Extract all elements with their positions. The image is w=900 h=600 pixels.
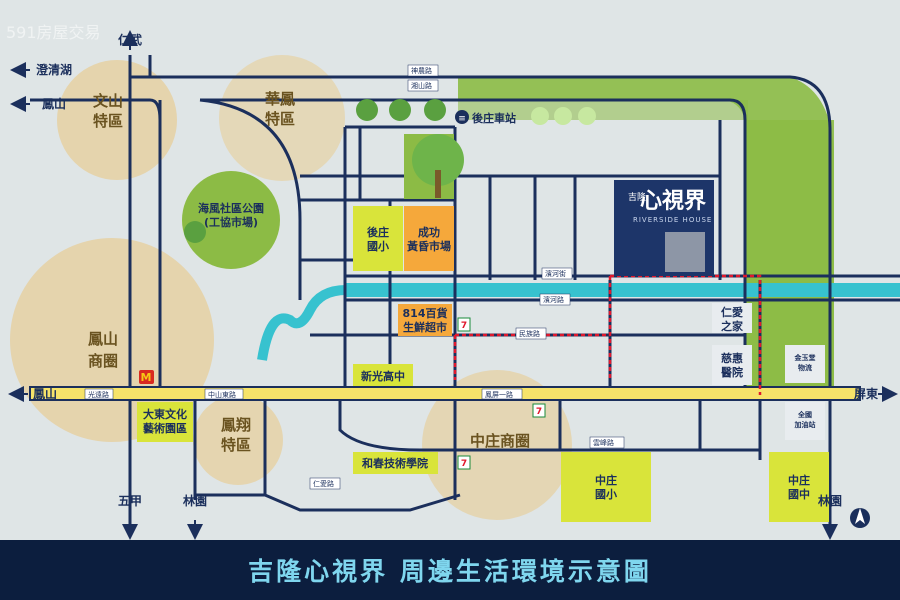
direction-labels: 仁武 澄清湖 鳳山 鳳山 屏東 五甲 林園 林園 xyxy=(8,30,898,540)
svg-text:7: 7 xyxy=(461,459,467,469)
trees xyxy=(184,99,596,243)
river-west-branch xyxy=(257,285,347,361)
page-title: 吉隆心視界 周邊生活環境示意圖 xyxy=(248,557,652,586)
label-zz-el-2: 國小 xyxy=(595,487,617,501)
green-belt-north xyxy=(458,100,748,120)
label-huafeng-2: 特區 xyxy=(265,110,295,128)
dir-fengshan-top: 鳳山 xyxy=(42,96,66,111)
label-zz-jr-1: 中庄 xyxy=(788,473,810,487)
zone-wenshan xyxy=(57,60,177,180)
label-814-2: 生鮮超市 xyxy=(403,320,447,334)
svg-text:≡: ≡ xyxy=(458,114,466,124)
area-map: 仁武 澄清湖 鳳山 鳳山 屏東 五甲 林園 林園 文山 特區 華鳳 特區 鳳山 … xyxy=(6,23,900,540)
haifeng-park-circle xyxy=(182,171,280,269)
dadong-culture-block xyxy=(137,402,193,442)
road-shenong: 神農路 xyxy=(411,66,432,75)
project-name: 心視界 xyxy=(640,189,706,214)
label-huafeng: 華鳳 xyxy=(265,90,295,108)
zhongzhuang-elementary-block xyxy=(561,452,651,522)
compass-icon xyxy=(850,508,870,528)
dir-wujia: 五甲 xyxy=(118,494,142,508)
label-renai-1: 仁愛 xyxy=(721,305,743,319)
road-fengping: 鳳屏一路 xyxy=(485,390,513,399)
project-building xyxy=(665,232,705,272)
road-guangyuan: 光遠路 xyxy=(88,390,109,399)
project-subtitle: RIVERSIDE HOUSE xyxy=(633,216,712,224)
xinguang-block xyxy=(353,364,413,386)
label-houzhuang-el-1: 後庄 xyxy=(367,225,389,239)
road-minzhu: 民族路 xyxy=(519,329,540,338)
label-zhongzhuang: 中庄商圈 xyxy=(470,432,530,450)
label-gas-2: 加油站 xyxy=(794,420,816,429)
zhongzhuang-junior-block xyxy=(769,452,829,522)
svg-text:7: 7 xyxy=(536,407,542,417)
label-haifeng-2: (工協市場) xyxy=(204,215,258,229)
label-fengshan-2: 商圈 xyxy=(88,352,118,370)
project-logo: 吉隆 心視界 RIVERSIDE HOUSE xyxy=(628,189,712,272)
label-814-1: 814百貨 xyxy=(403,306,448,320)
road-renxin: 仁愛路 xyxy=(313,479,334,488)
svg-text:7: 7 xyxy=(461,321,467,331)
dir-fengshan-main: 鳳山 xyxy=(33,386,57,401)
river xyxy=(346,283,900,297)
label-gas-1: 全國 xyxy=(797,410,812,419)
seven-eleven-icon: 7 7 7 xyxy=(457,317,546,470)
label-xinguang: 新光高中 xyxy=(361,369,405,383)
label-wenshan: 文山 xyxy=(93,92,123,110)
watermark-text: 591房屋交易 xyxy=(6,23,101,42)
label-cihui-2: 醫院 xyxy=(721,365,743,379)
jinyutang-block xyxy=(785,345,825,383)
dir-pingtung: 屏東 xyxy=(853,386,878,401)
department-814-block xyxy=(398,304,452,336)
hechun-block xyxy=(353,452,438,474)
label-jinyutang-2: 物流 xyxy=(798,363,812,372)
label-dadong-1: 大東文化 xyxy=(143,407,187,421)
road-labels: 神農路 湘山路 濱河街 濱河路 民族路 光遠路 中山東路 鳳屏一路 雲峰路 仁愛… xyxy=(84,64,625,490)
label-jinyutang-1: 金玉堂 xyxy=(794,353,816,362)
label-wenshan-2: 特區 xyxy=(93,112,123,130)
label-chenggong-1: 成功 xyxy=(418,225,440,239)
label-haifeng-1: 海風社區公園 xyxy=(198,201,264,215)
label-cihui-1: 慈惠 xyxy=(721,351,743,365)
svg-text:M: M xyxy=(141,371,152,384)
mcdonalds-icon: M xyxy=(139,370,154,384)
title-banner: 吉隆心視界 周邊生活環境示意圖 xyxy=(0,540,900,600)
dir-linyuan-2: 林園 xyxy=(818,493,842,508)
cihui-block xyxy=(712,345,752,385)
place-labels: 海風社區公園 (工協市場) 後庄 國小 成功 黃昏市場 814百貨 生鮮超市 仁… xyxy=(143,111,816,501)
label-fengxiang: 鳳翔 xyxy=(221,416,251,434)
road-yunfeng: 雲峰路 xyxy=(593,438,614,447)
project-prefix: 吉隆 xyxy=(628,191,646,203)
metro-icon: ≡ xyxy=(455,110,469,124)
district-labels: 文山 特區 華鳳 特區 鳳山 商圈 鳳翔 特區 中庄商圈 xyxy=(88,90,530,454)
label-hechun: 和春技術學院 xyxy=(362,456,428,470)
label-zz-jr-2: 國中 xyxy=(788,487,810,501)
dir-linyuan-1: 林園 xyxy=(183,493,207,508)
label-houzhuang-el-2: 國小 xyxy=(367,239,389,253)
gas-block xyxy=(785,402,825,440)
label-dadong-2: 藝術園區 xyxy=(143,421,187,435)
road-network xyxy=(30,55,900,528)
road-xiangshan: 湘山路 xyxy=(411,81,432,90)
zone-huafeng xyxy=(219,55,345,181)
label-fengxiang-2: 特區 xyxy=(221,436,251,454)
chenggong-market-block xyxy=(404,206,454,271)
renai-block xyxy=(712,303,752,333)
houzhuang-elementary-block xyxy=(353,206,403,271)
dir-chengqinghu: 澄清湖 xyxy=(36,62,72,77)
zone-fengxiang xyxy=(193,395,283,485)
road-binhe-road: 濱河路 xyxy=(543,295,564,304)
road-binhe-st: 濱河街 xyxy=(545,269,566,278)
main-highway xyxy=(29,386,861,401)
label-houzhuang-station: 後庄車站 xyxy=(472,111,516,125)
label-renai-2: 之家 xyxy=(721,319,744,333)
label-zz-el-1: 中庄 xyxy=(595,473,617,487)
label-chenggong-2: 黃昏市場 xyxy=(406,239,451,253)
label-fengshan: 鳳山 xyxy=(88,330,118,348)
road-zhongshan-east: 中山東路 xyxy=(208,390,236,399)
